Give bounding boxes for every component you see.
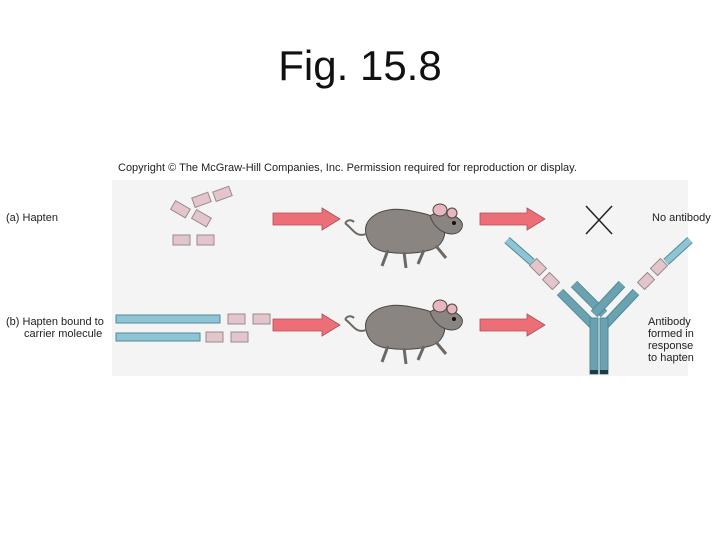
copyright-notice: Copyright © The McGraw-Hill Companies, I… [118, 162, 577, 174]
cross-icon [585, 205, 613, 235]
bound-haptens [528, 257, 669, 291]
panel-b-label-line2: carrier molecule [24, 328, 103, 340]
antibody-icon [556, 280, 640, 375]
panel-b-label-line1: (b) Hapten bound to [6, 316, 104, 328]
mouse-icon [344, 298, 464, 366]
antibody-formed-label: Antibody formed in response to hapten [648, 316, 718, 364]
antibody-label-line: formed in [648, 328, 694, 340]
antibody-label-line: response [648, 340, 694, 352]
antibody-label-line: to hapten [648, 352, 694, 364]
panel-b-label: (b) Hapten bound to carrier molecule [6, 316, 104, 340]
panel-a-label: (a) Hapten [6, 212, 58, 224]
mouse-icon [344, 202, 464, 270]
arrow-icon [479, 207, 546, 231]
antibody-label-line: Antibody [648, 316, 691, 328]
arrow-icon [479, 313, 546, 337]
carrier-fragments [504, 236, 693, 266]
slide-title: Fig. 15.8 [278, 42, 442, 89]
no-antibody-label: No antibody [652, 212, 711, 224]
arrow-icon [272, 207, 341, 231]
carrier-molecules [115, 313, 271, 343]
arrow-icon [272, 313, 341, 337]
free-haptens [169, 185, 233, 246]
